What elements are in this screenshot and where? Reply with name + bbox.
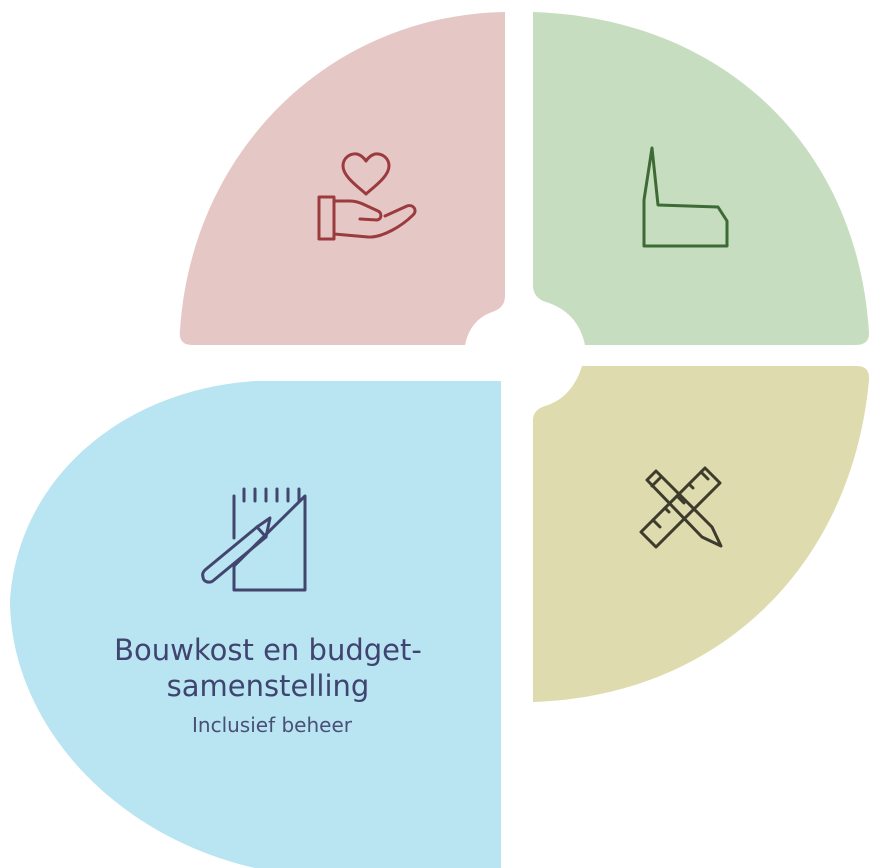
segment-building[interactable] [533,12,870,345]
segment-care-shape [179,12,505,345]
budget-subtitle: Inclusief beheer [192,713,353,737]
hand-heart-icon [317,152,417,241]
segment-budget[interactable]: Bouwkost en budget- samenstelling Inclus… [10,381,501,868]
segment-care[interactable] [179,12,505,345]
budget-title-line2: samenstelling [167,669,370,703]
budget-title-line1: Bouwkost en budget- [114,633,422,667]
segment-building-shape [533,12,870,345]
ruler-pencil-icon [639,466,723,549]
notepad-pencil-icon [201,487,307,592]
segment-budget-shape [10,381,501,868]
segment-design[interactable] [533,366,870,702]
church-icon [642,146,729,248]
